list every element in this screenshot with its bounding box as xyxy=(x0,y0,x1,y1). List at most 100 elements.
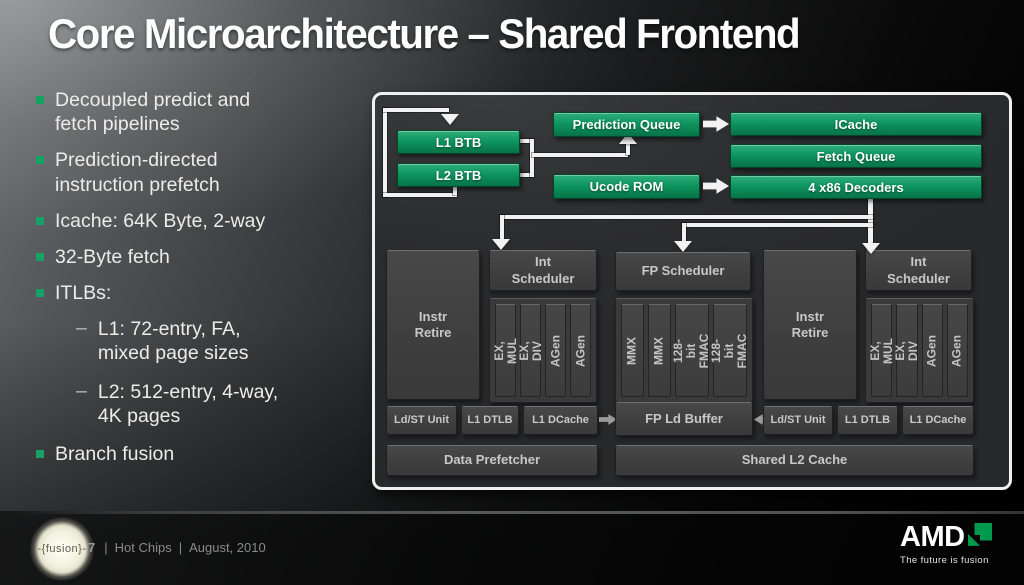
l1-dcache-right-box: L1 DCache xyxy=(902,406,974,435)
bullet-item: Prediction-directed instruction prefetch xyxy=(36,148,366,196)
l2-btb-box: L2 BTB xyxy=(397,163,520,187)
instr-retire-right-box: Instr Retire xyxy=(763,250,857,400)
predq-to-icache-arrow-icon xyxy=(703,116,729,132)
bullet-square-icon xyxy=(36,289,44,298)
page-title: Core Microarchitecture – Shared Frontend xyxy=(48,10,801,57)
ldst-unit-right-box: Ld/ST Unit xyxy=(763,406,833,435)
int-scheduler-right-box: Int Scheduler xyxy=(865,250,972,291)
decoder-down-line xyxy=(868,199,873,245)
int-units-left-panel: EX, MUL EX, DIV AGen AGen xyxy=(489,298,597,403)
bullet-text: 32-Byte fetch xyxy=(55,245,170,268)
bullet-list: Decoupled predict and fetch pipelines Pr… xyxy=(36,88,366,478)
dispatch-arrowhead-int-right-icon xyxy=(862,243,880,254)
data-prefetcher-box: Data Prefetcher xyxy=(386,445,598,476)
bullet-square-icon xyxy=(36,156,44,165)
sub-bullet-dash: – xyxy=(76,379,87,402)
bullet-text: Prediction-directed instruction prefetch xyxy=(55,149,220,196)
sub-bullet-item: – L2: 512-entry, 4-way, 4K pages xyxy=(76,380,366,428)
page-number: 7 xyxy=(88,540,96,555)
amd-logo-row: AMD xyxy=(900,523,992,552)
footer-meta: 7 | Hot Chips | August, 2010 xyxy=(88,540,266,555)
footer-event: Hot Chips xyxy=(114,540,172,555)
btb-bracket-vertical xyxy=(530,139,534,177)
drop-line-fp xyxy=(682,223,686,243)
instr-retire-left-box: Instr Retire xyxy=(386,250,480,400)
bullet-item: 32-Byte fetch xyxy=(36,245,366,269)
predq-up-stub xyxy=(626,143,630,155)
fp-ld-buffer-label: FP Ld Buffer xyxy=(645,410,723,426)
btb-loop-line-left xyxy=(383,108,387,197)
bullet-item: Branch fusion xyxy=(36,442,366,466)
dcache-to-fpldbuffer-arrow-icon xyxy=(599,414,617,425)
fp-units-panel: MMX MMX 128-bit FMAC 128-bit FMAC xyxy=(615,298,753,403)
bullet-square-icon xyxy=(36,449,44,458)
bullet-text: Decoupled predict and fetch pipelines xyxy=(55,89,251,136)
fusion-logo-text: -{fusion}- xyxy=(37,543,87,555)
prediction-queue-label: Prediction Queue xyxy=(572,117,681,132)
icache-label: ICache xyxy=(834,116,878,132)
instr-retire-label: Instr Retire xyxy=(414,308,452,340)
btb-bracket-stub-l1 xyxy=(520,139,532,143)
amd-logo: AMD The future is fusion xyxy=(900,523,1010,566)
footer-separator: | xyxy=(104,540,108,555)
agen-unit: AGen xyxy=(570,304,591,397)
ex-mul-unit: EX, MUL xyxy=(867,304,895,397)
prediction-queue-box: Prediction Queue xyxy=(553,112,700,137)
footer-date: August, 2010 xyxy=(189,540,266,555)
sub-bullet-item: – L1: 72-entry, FA, mixed page sizes xyxy=(76,317,366,365)
l1-btb-box: L1 BTB xyxy=(397,130,520,154)
fmac-unit: 128-bit FMAC xyxy=(671,304,711,397)
l1-btb-label: L1 BTB xyxy=(435,134,482,150)
mmx-unit: MMX xyxy=(621,304,644,397)
predq-arrowhead-icon xyxy=(619,133,637,144)
l1-dtlb-left-box: L1 DTLB xyxy=(461,406,519,435)
dispatch-line-lower xyxy=(682,223,873,227)
shared-l2-cache-label: Shared L2 Cache xyxy=(741,452,848,468)
mmx-unit: MMX xyxy=(647,304,671,397)
icache-box: ICache xyxy=(730,112,982,136)
ex-mul-unit: EX, MUL xyxy=(491,304,519,397)
dispatch-arrowhead-int-left-icon xyxy=(492,239,510,250)
l2-btb-label: L2 BTB xyxy=(435,167,482,183)
ex-div-unit: EX, DIV xyxy=(893,304,920,397)
l1-dcache-left-box: L1 DCache xyxy=(523,406,598,435)
int-units-right-panel: EX, MUL EX, DIV AGen AGen xyxy=(865,298,974,403)
drop-line-int-left xyxy=(500,215,504,241)
bullet-square-icon xyxy=(36,216,44,225)
decoders-label: 4 x86 Decoders xyxy=(808,179,904,195)
dispatch-line-upper xyxy=(500,215,873,219)
btb-loop-arrowhead-icon xyxy=(441,114,459,125)
fusion-logo-icon: -{fusion}- xyxy=(30,517,94,581)
int-scheduler-label: Int Scheduler xyxy=(887,254,950,286)
bullet-text: Branch fusion xyxy=(55,442,175,465)
int-scheduler-left-box: Int Scheduler xyxy=(489,250,597,291)
footer-separator: | xyxy=(178,540,183,555)
ucode-rom-box: Ucode ROM xyxy=(553,174,700,199)
bullet-square-icon xyxy=(36,96,44,104)
fp-scheduler-label: FP Scheduler xyxy=(641,263,725,279)
bullet-text: ITLBs: xyxy=(55,282,112,305)
agen-unit: AGen xyxy=(946,304,968,397)
ucode-to-decoders-arrow-icon xyxy=(703,178,729,194)
bullet-text: Icache: 64K Byte, 2-way xyxy=(55,209,266,232)
shared-l2-cache-box: Shared L2 Cache xyxy=(615,445,974,476)
footer-divider xyxy=(0,511,1024,514)
amd-wordmark: AMD xyxy=(900,521,965,553)
agen-unit: AGen xyxy=(545,304,566,397)
fmac-unit: 128-bit FMAC xyxy=(709,304,749,397)
agen-unit: AGen xyxy=(921,304,943,397)
bullet-item: ITLBs: xyxy=(36,281,366,305)
sub-bullet-dash: – xyxy=(76,317,87,340)
bullet-item: Icache: 64K Byte, 2-way xyxy=(36,209,366,233)
dispatch-arrowhead-fp-icon xyxy=(674,241,692,252)
ldst-unit-left-box: Ld/ST Unit xyxy=(386,406,457,435)
bullet-item: Decoupled predict and fetch pipelines xyxy=(36,88,366,136)
btb-bracket-stub-l2 xyxy=(520,173,532,177)
bullet-text: L1: 72-entry, FA, mixed page sizes xyxy=(97,318,249,365)
int-scheduler-label: Int Scheduler xyxy=(511,254,575,286)
amd-tagline: The future is fusion xyxy=(900,555,989,566)
instr-retire-label: Instr Retire xyxy=(791,308,829,340)
btb-to-predq-line xyxy=(532,153,628,157)
frontend-diagram: L1 BTB L2 BTB Prediction Queue Ucode ROM… xyxy=(372,92,1012,490)
amd-arrow-icon xyxy=(967,523,992,546)
